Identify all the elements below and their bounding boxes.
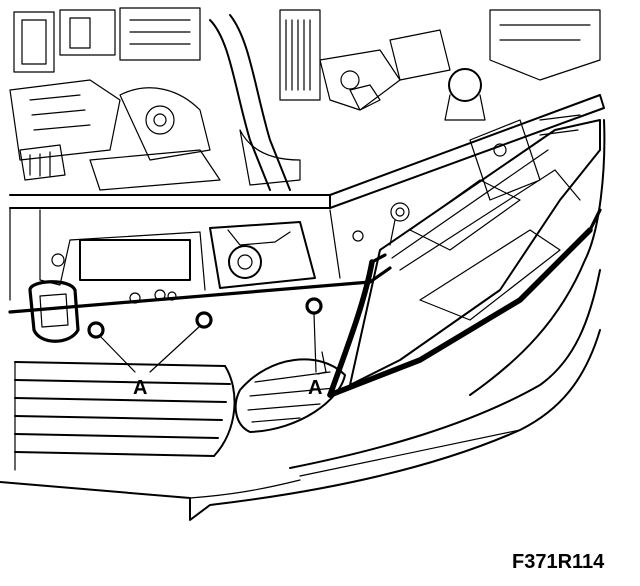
figure-reference-code: F371R114 (512, 551, 605, 573)
callout-label-a-right: A (308, 377, 322, 399)
front-panel (8, 94, 605, 314)
callout-label-a-left: A (133, 377, 147, 399)
bumper-cover (0, 269, 601, 521)
headlamp (327, 114, 606, 398)
engine-bay (9, 7, 601, 191)
